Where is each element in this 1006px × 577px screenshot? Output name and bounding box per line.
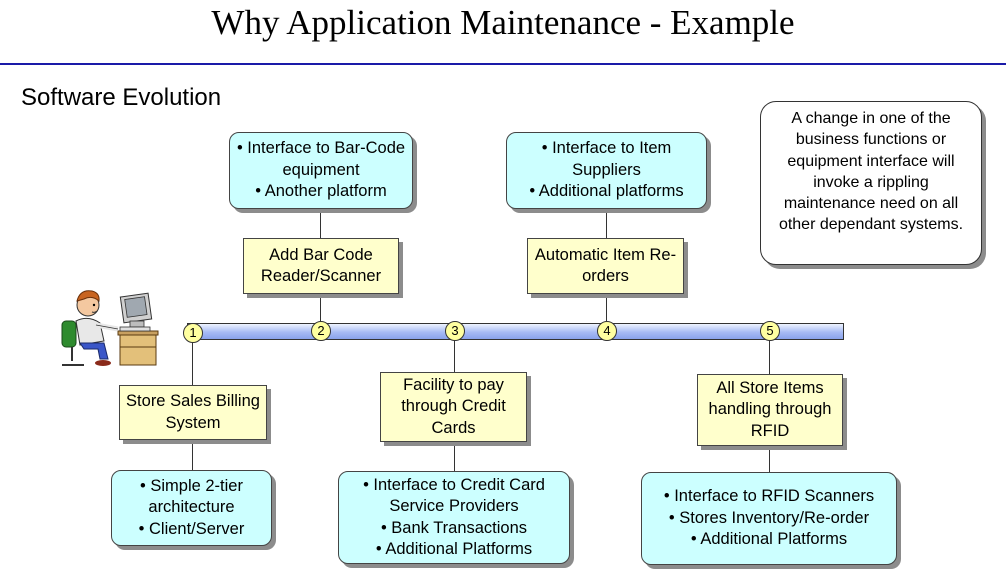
connector-3-lower <box>454 442 455 471</box>
milestone-marker-3: 3 <box>445 321 465 341</box>
detail-line: • Interface to Credit Card Service Provi… <box>363 475 545 516</box>
detail-line: • Additional Platforms <box>375 540 533 558</box>
detail-line: • Simple 2-tier architecture <box>140 476 243 517</box>
detail-line: • Another platform <box>255 182 387 201</box>
milestone-label-text: Add Bar Code Reader/Scanner <box>260 245 382 286</box>
milestone-marker-4: 4 <box>597 321 617 341</box>
milestone-5-label: All Store Items handling through RFID <box>697 374 843 446</box>
milestone-1-label: Store Sales Billing System <box>119 385 267 440</box>
connector-5-lower <box>769 446 770 472</box>
milestone-2-details: • Interface to Bar-Code equipment • Anot… <box>229 132 413 209</box>
connector-2-upper <box>320 208 321 238</box>
detail-line: • Client/Server <box>138 519 245 538</box>
detail-line: • Stores Inventory/Re-order <box>668 508 870 527</box>
connector-1-upper <box>192 340 193 385</box>
title-rule <box>0 63 1006 65</box>
connector-4-upper <box>606 208 607 238</box>
page-title: Why Application Maintenance - Example <box>211 3 795 42</box>
milestone-label-text: Automatic Item Re-orders <box>534 245 677 286</box>
milestone-1-details: • Simple 2-tier architecture • Client/Se… <box>111 470 272 546</box>
milestone-marker-1: 1 <box>183 323 203 343</box>
milestone-3-label: Facility to pay through Credit Cards <box>380 372 527 442</box>
section-title: Software Evolution <box>21 84 222 111</box>
milestone-2-label: Add Bar Code Reader/Scanner <box>243 238 399 294</box>
milestone-marker-2: 2 <box>311 321 331 341</box>
milestone-4-label: Automatic Item Re-orders <box>527 238 684 294</box>
connector-4-lower <box>606 293 607 323</box>
connector-2-lower <box>320 293 321 323</box>
detail-line: • Interface to Bar-Code equipment <box>236 139 406 179</box>
timeline-bar <box>187 323 844 340</box>
detail-line: • Interface to RFID Scanners <box>663 487 875 506</box>
milestone-label-text: Store Sales Billing System <box>126 392 260 432</box>
detail-line: • Additional platforms <box>529 182 684 201</box>
person-at-computer-icon <box>61 290 159 366</box>
note-text: A change in one of the business function… <box>778 110 964 234</box>
connector-5-upper <box>769 340 770 374</box>
milestone-marker-5: 5 <box>760 321 780 341</box>
connector-1-lower <box>192 440 193 470</box>
milestone-3-details: • Interface to Credit Card Service Provi… <box>338 471 570 564</box>
rippling-note: A change in one of the business function… <box>760 101 982 265</box>
milestone-4-details: • Interface to Item Suppliers • Addition… <box>506 132 707 209</box>
detail-line: • Bank Transactions <box>380 518 528 537</box>
milestone-label-text: Facility to pay through Credit Cards <box>401 375 506 437</box>
detail-line: • Interface to Item Suppliers <box>541 139 672 179</box>
milestone-5-details: • Interface to RFID Scanners • Stores In… <box>641 472 897 565</box>
detail-line: • Additional Platforms <box>690 530 848 549</box>
connector-3-upper <box>454 340 455 372</box>
milestone-label-text: All Store Items handling through RFID <box>708 378 832 440</box>
